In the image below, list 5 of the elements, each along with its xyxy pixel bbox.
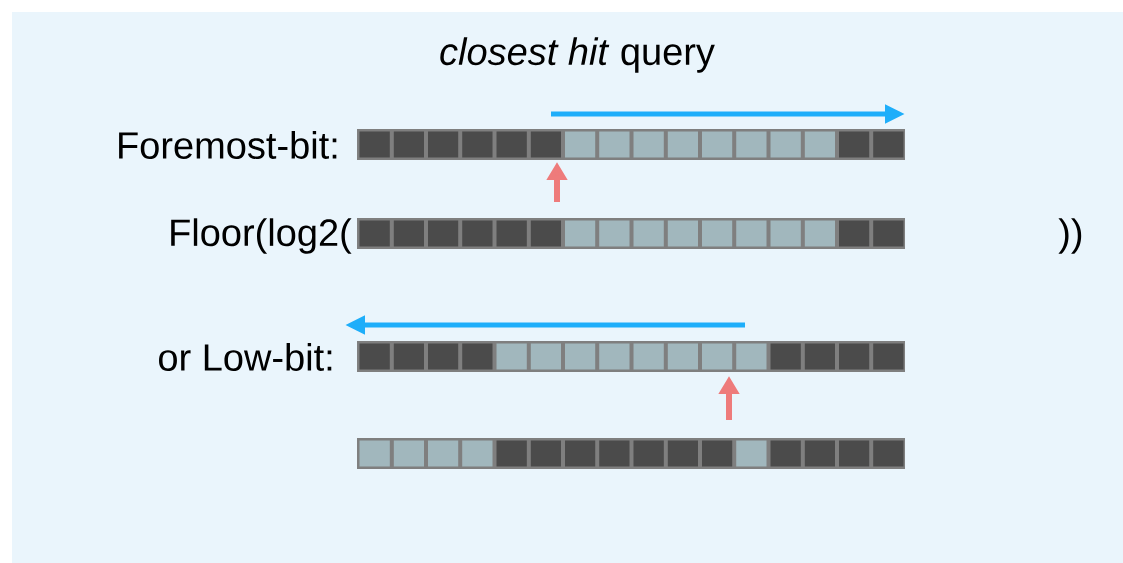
row-label: ))	[1058, 218, 1082, 254]
row-label: Floor(log2(	[171, 218, 352, 254]
row-label: or Low-bit:	[159, 343, 332, 371]
title: closest hit query	[440, 37, 715, 73]
row-label: Foremost-bit:	[119, 131, 337, 159]
